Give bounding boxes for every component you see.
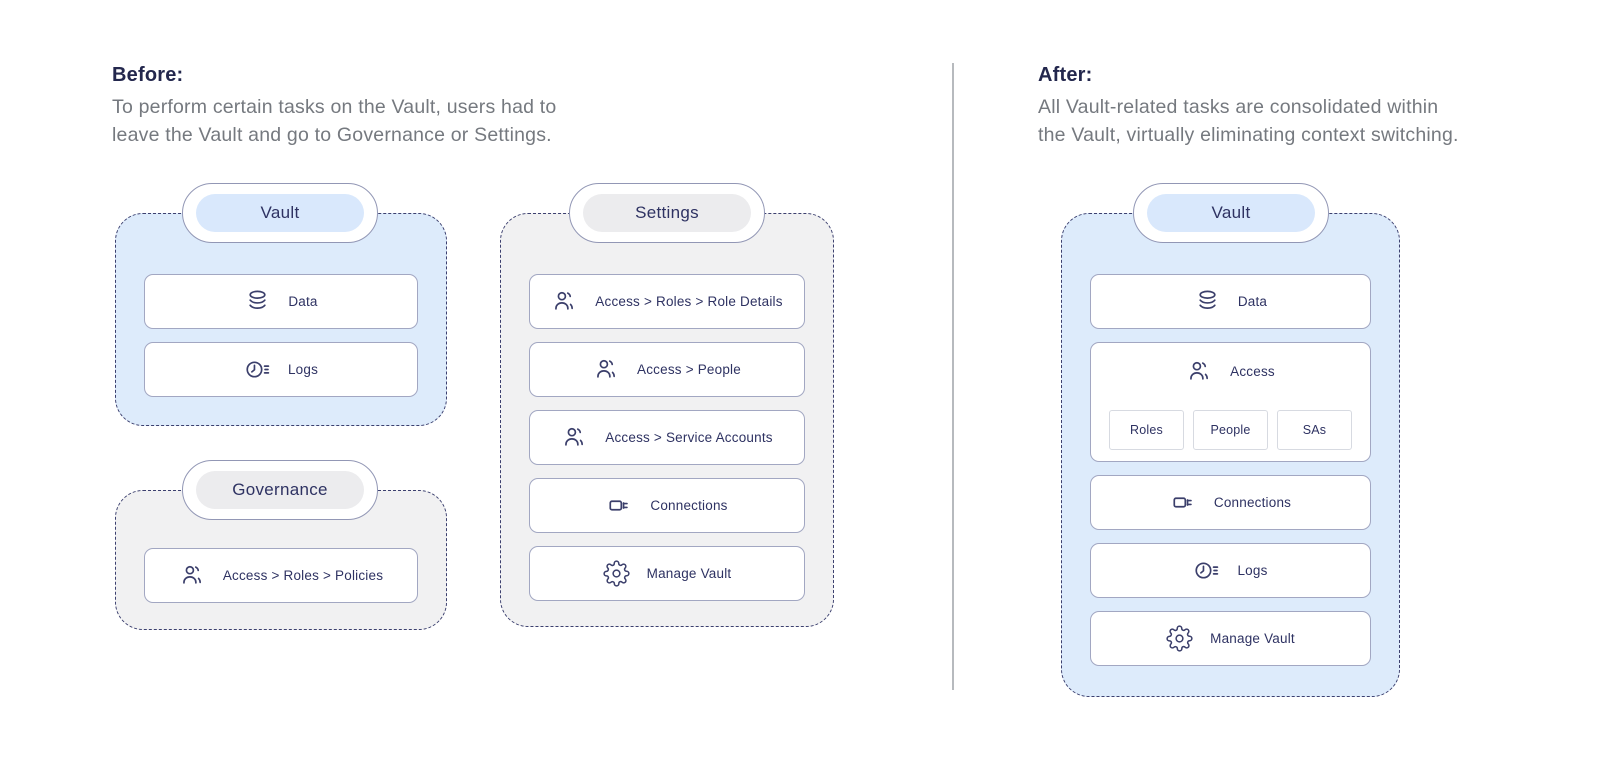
card-label: Connections — [650, 498, 728, 513]
people-icon — [179, 562, 206, 589]
card-head: Access — [1186, 357, 1275, 385]
nav-card-connections: Connections — [529, 478, 805, 533]
chip-sas: SAs — [1277, 410, 1352, 450]
people-icon — [593, 356, 620, 383]
vault-container-before: Data Logs — [115, 213, 447, 426]
before-description-line: To perform certain tasks on the Vault, u… — [112, 96, 557, 118]
gear-icon — [1166, 625, 1193, 652]
pill-label: Vault — [260, 203, 300, 222]
card-label: Access > Roles > Policies — [222, 568, 384, 583]
vault-container-after: Data Access Roles People SAs Connections… — [1061, 213, 1400, 697]
people-icon — [1186, 358, 1213, 385]
nav-card-logs: Logs — [1090, 543, 1371, 598]
card-label: Logs — [287, 362, 319, 377]
after-description-line: All Vault-related tasks are consolidated… — [1038, 96, 1439, 118]
card-label: Access > Roles > Role Details — [595, 294, 783, 309]
chip-roles: Roles — [1109, 410, 1184, 450]
nav-card-logs: Logs — [144, 342, 418, 397]
after-heading: After: — [1038, 64, 1093, 86]
vault-pill-before: Vault — [182, 183, 378, 243]
governance-pill: Governance — [182, 460, 378, 520]
clock-lines-icon — [244, 356, 271, 383]
before-intro: Before: To perform certain tasks on the … — [112, 62, 556, 149]
nav-card-data: Data — [144, 274, 418, 329]
settings-container: Access > Roles > Role Details Access > P… — [500, 213, 834, 627]
people-icon — [551, 288, 578, 315]
after-description-line: the Vault, virtually eliminating context… — [1038, 123, 1459, 146]
settings-pill: Settings — [569, 183, 765, 243]
nav-card-manage-vault: Manage Vault — [1090, 611, 1371, 666]
nav-card-access-people: Access > People — [529, 342, 805, 397]
card-label: Access > Service Accounts — [605, 430, 773, 445]
people-icon — [561, 424, 588, 451]
gear-icon — [603, 560, 630, 587]
connector-icon — [1170, 489, 1197, 516]
card-label: Connections — [1213, 495, 1292, 510]
card-label: Data — [288, 294, 318, 309]
vault-pill-after: Vault — [1133, 183, 1329, 243]
database-icon — [244, 288, 271, 315]
clock-lines-icon — [1193, 557, 1220, 584]
chip-row: Roles People SAs — [1109, 410, 1352, 450]
pill-label: Governance — [232, 480, 328, 499]
nav-card-access: Access Roles People SAs — [1090, 342, 1371, 462]
nav-card-manage-vault: Manage Vault — [529, 546, 805, 601]
chip-people: People — [1193, 410, 1268, 450]
connector-icon — [606, 492, 633, 519]
card-label: Access > People — [637, 362, 741, 377]
card-label: Manage Vault — [646, 566, 732, 581]
before-description-line: leave the Vault and go to Governance or … — [112, 123, 552, 146]
card-label: Data — [1237, 294, 1268, 309]
database-icon — [1194, 288, 1221, 315]
nav-card-access-service-accounts: Access > Service Accounts — [529, 410, 805, 465]
nav-card-data: Data — [1090, 274, 1371, 329]
card-label: Logs — [1237, 563, 1268, 578]
pill-label: Vault — [1211, 203, 1251, 222]
card-label: Manage Vault — [1210, 631, 1295, 646]
after-intro: After: All Vault-related tasks are conso… — [1038, 62, 1459, 149]
nav-card-connections: Connections — [1090, 475, 1371, 530]
before-heading: Before: — [112, 64, 184, 86]
card-label: Access — [1230, 363, 1275, 379]
pill-label: Settings — [635, 203, 699, 222]
nav-card-access-roles-role-details: Access > Roles > Role Details — [529, 274, 805, 329]
nav-card-access-roles-policies: Access > Roles > Policies — [144, 548, 418, 603]
section-divider — [952, 63, 954, 690]
